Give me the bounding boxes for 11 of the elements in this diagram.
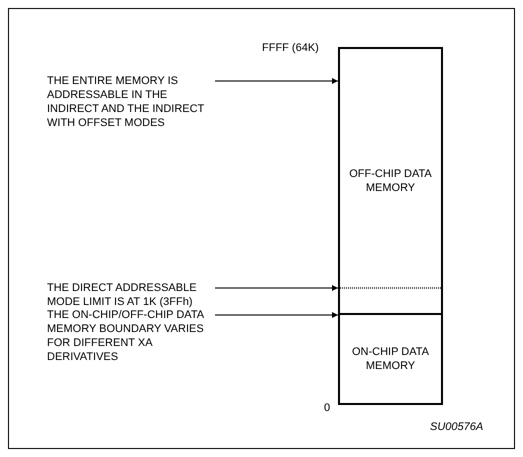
memory-label: 0 — [324, 401, 330, 416]
memory-block: ON-CHIP DATA MEMORY — [338, 313, 443, 405]
annotation-text: THE DIRECT ADDRESSABLE MODE LIMIT IS AT 1K (3FFh) — [47, 281, 215, 308]
memory-block: OFF-CHIP DATA MEMORY — [338, 47, 443, 315]
memory-label: SU00576A — [430, 420, 484, 435]
arrow — [214, 312, 338, 318]
arrow — [214, 78, 338, 84]
annotation-text: THE ENTIRE MEMORY IS ADDRESSABLE IN THE INDIRECT AND THE INDIRECT WITH OFFSET MODES — [47, 74, 215, 130]
memory-label: FFFF (64K) — [262, 41, 319, 56]
arrow — [214, 285, 338, 291]
annotation-text: THE ON-CHIP/OFF-CHIP DATA MEMORY BOUNDARY VARIES FOR DIFFERENT XA DERIVATIVES — [47, 308, 215, 364]
